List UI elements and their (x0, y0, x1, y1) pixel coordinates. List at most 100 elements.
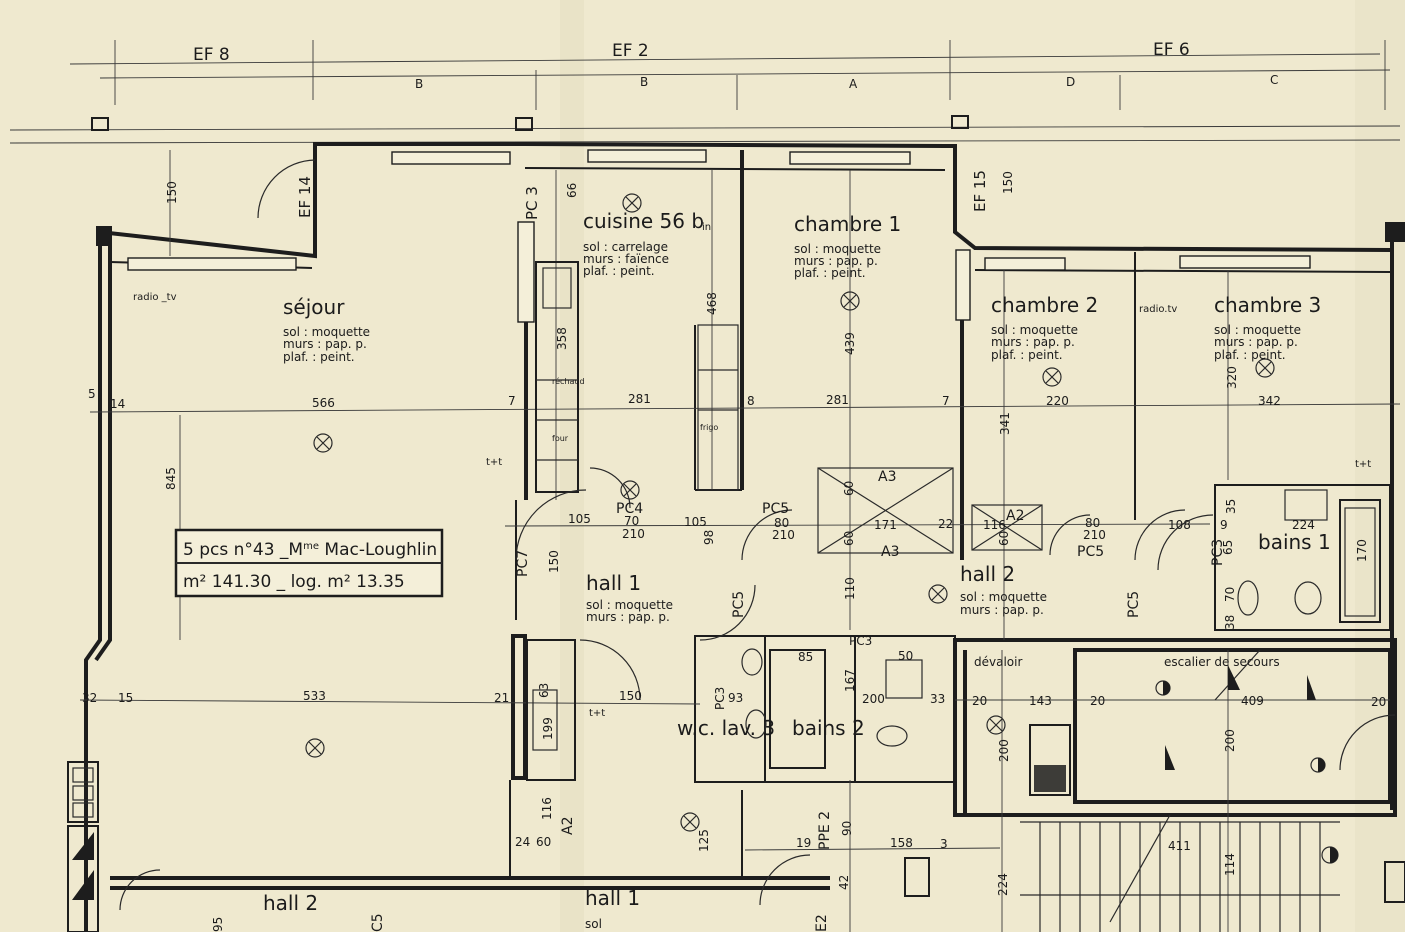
dim-24: 24 (515, 835, 530, 849)
room-name-cuisine-suffix: in (702, 222, 711, 233)
room-spec-hall1-sol: sol : moquette (586, 598, 673, 612)
room-name-devaloir: dévaloir (974, 655, 1022, 669)
room-name-wc: w.c. lav. 3 (677, 716, 775, 740)
room-name-escalier: escalier de secours (1164, 655, 1280, 669)
room-spec-chambre1-murs: murs : pap. p. (794, 254, 878, 268)
dim-63: 63 (537, 683, 551, 698)
dim-224-bains1: 224 (1292, 518, 1315, 532)
dim-116-hall1: 116 (540, 797, 554, 820)
code-pc3-bains1: PC3 (1210, 539, 1226, 566)
dim-281-chambre1: 281 (826, 393, 849, 407)
room-name-bains2: bains 2 (792, 716, 865, 740)
room-name-hall2-bottom: hall 2 (263, 891, 318, 915)
annotation-tt-3: t+t (1355, 459, 1371, 470)
room-spec-hall2-murs: murs : pap. p. (960, 603, 1044, 617)
annotation-frigo: frigo (700, 423, 718, 432)
dim-15: 15 (118, 691, 133, 705)
dim-50: 50 (898, 649, 913, 663)
dim-105-left: 105 (568, 512, 591, 526)
dim-70-bains1: 70 (1223, 587, 1237, 602)
code-ef15: EF 15 (971, 170, 989, 212)
dimension-numbers: 566 845 533 281 281 468 439 220 342 341 … (82, 171, 1386, 932)
code-a2-hall2: A2 (1006, 508, 1024, 524)
light-symbols (305, 193, 1275, 832)
room-spec-chambre3-sol: sol : moquette (1214, 323, 1301, 337)
dim-108: 108 (1168, 518, 1191, 532)
dim-7-sejour: 7 (508, 394, 516, 408)
dim-42: 42 (837, 875, 851, 890)
dim-200-devaloir: 200 (997, 739, 1011, 762)
dim-199: 199 (541, 717, 555, 740)
dim-468: 468 (705, 292, 719, 315)
dim-66: 66 (565, 183, 579, 198)
grid-label-ef6: EF 6 (1153, 40, 1190, 60)
dim-158: 158 (890, 836, 913, 850)
dim-60-a3-bottom: 60 (842, 531, 856, 546)
apartment-label: 5 pcs n°43 _Mme Mac-Loughlin m² 141.30 _… (174, 528, 444, 598)
axis-letter-b1: B (415, 77, 423, 91)
dim-220: 220 (1046, 394, 1069, 408)
dim-9: 9 (1220, 518, 1228, 532)
dim-210-pc4: 210 (622, 527, 645, 541)
room-spec-chambre2-plaf: plaf. : peint. (991, 348, 1063, 362)
dim-93: 93 (728, 691, 743, 705)
dim-566: 566 (312, 396, 335, 410)
axis-letter-b2: B (640, 75, 648, 89)
annotation-rechaud: réchaud (552, 376, 585, 386)
room-name-chambre2: chambre 2 (991, 293, 1098, 317)
dim-105-right: 105 (684, 515, 707, 529)
dim-358: 358 (555, 327, 569, 350)
code-ppe2: PPE 2 (817, 811, 833, 850)
dim-65: 65 (1221, 540, 1235, 555)
door-swings (119, 159, 1396, 911)
dim-533: 533 (303, 689, 326, 703)
code-c5: C5 (370, 913, 386, 932)
dim-33: 33 (930, 692, 945, 706)
room-name-chambre3: chambre 3 (1214, 293, 1321, 317)
dim-3: 3 (940, 837, 948, 851)
interior-dimensions (79, 150, 1401, 932)
code-pc3-wc: PC3 (713, 687, 727, 710)
apartment-label-line1: 5 pcs n°43 _Mme Mac-Loughlin (183, 540, 437, 560)
dim-125: 125 (697, 829, 711, 852)
axis-letter-a: A (849, 77, 858, 91)
dim-7-chambre1: 7 (942, 394, 950, 408)
code-pc4: PC4 (616, 501, 643, 517)
dim-845: 845 (164, 467, 178, 490)
paper-fold (560, 0, 584, 932)
axis-letter-d: D (1066, 75, 1075, 89)
annotation-radio-tv-2: radio.tv (1139, 304, 1177, 315)
room-spec-hall2-sol: sol : moquette (960, 590, 1047, 604)
dim-70-pc4: 70 (624, 514, 639, 528)
dim-32: 32 (82, 691, 97, 705)
dim-411: 411 (1168, 839, 1191, 853)
code-pc5-hall2: PC5 (1126, 591, 1142, 618)
dim-167: 167 (843, 669, 857, 692)
dim-21: 21 (494, 691, 509, 705)
dim-14-left: 14 (110, 397, 125, 411)
dim-150-hall1: 150 (547, 550, 561, 573)
dim-409: 409 (1241, 694, 1264, 708)
room-spec-chambre1-sol: sol : moquette (794, 242, 881, 256)
dim-143: 143 (1029, 694, 1052, 708)
dim-281-kitchen: 281 (628, 392, 651, 406)
dim-170: 170 (1355, 539, 1369, 562)
room-name-hall1-bottom: hall 1 (585, 886, 640, 910)
cupboards (817, 467, 1043, 554)
dim-320: 320 (1225, 366, 1239, 389)
walls (84, 142, 1405, 932)
dim-200-stairs: 200 (1223, 729, 1237, 752)
apartment-label-line1-start: 5 pcs n°43 _M (183, 540, 303, 560)
code-pc5-chambre2: PC5 (1077, 544, 1104, 560)
room-spec-chambre3-murs: murs : pap. p. (1214, 335, 1298, 349)
code-pc5-chambre1: PC5 (762, 501, 789, 517)
room-name-cuisine: cuisine 56 b (583, 209, 704, 233)
dim-150-sejour: 150 (165, 181, 179, 204)
dim-95: 95 (211, 917, 225, 932)
room-spec-sejour-sol: sol : moquette (283, 325, 370, 339)
code-pc3-bains2: PC3 (849, 634, 872, 648)
room-name-hall2: hall 2 (960, 562, 1015, 586)
code-ef14: EF 14 (296, 176, 314, 218)
room-spec-chambre1-plaf: plaf. : peint. (794, 266, 866, 280)
